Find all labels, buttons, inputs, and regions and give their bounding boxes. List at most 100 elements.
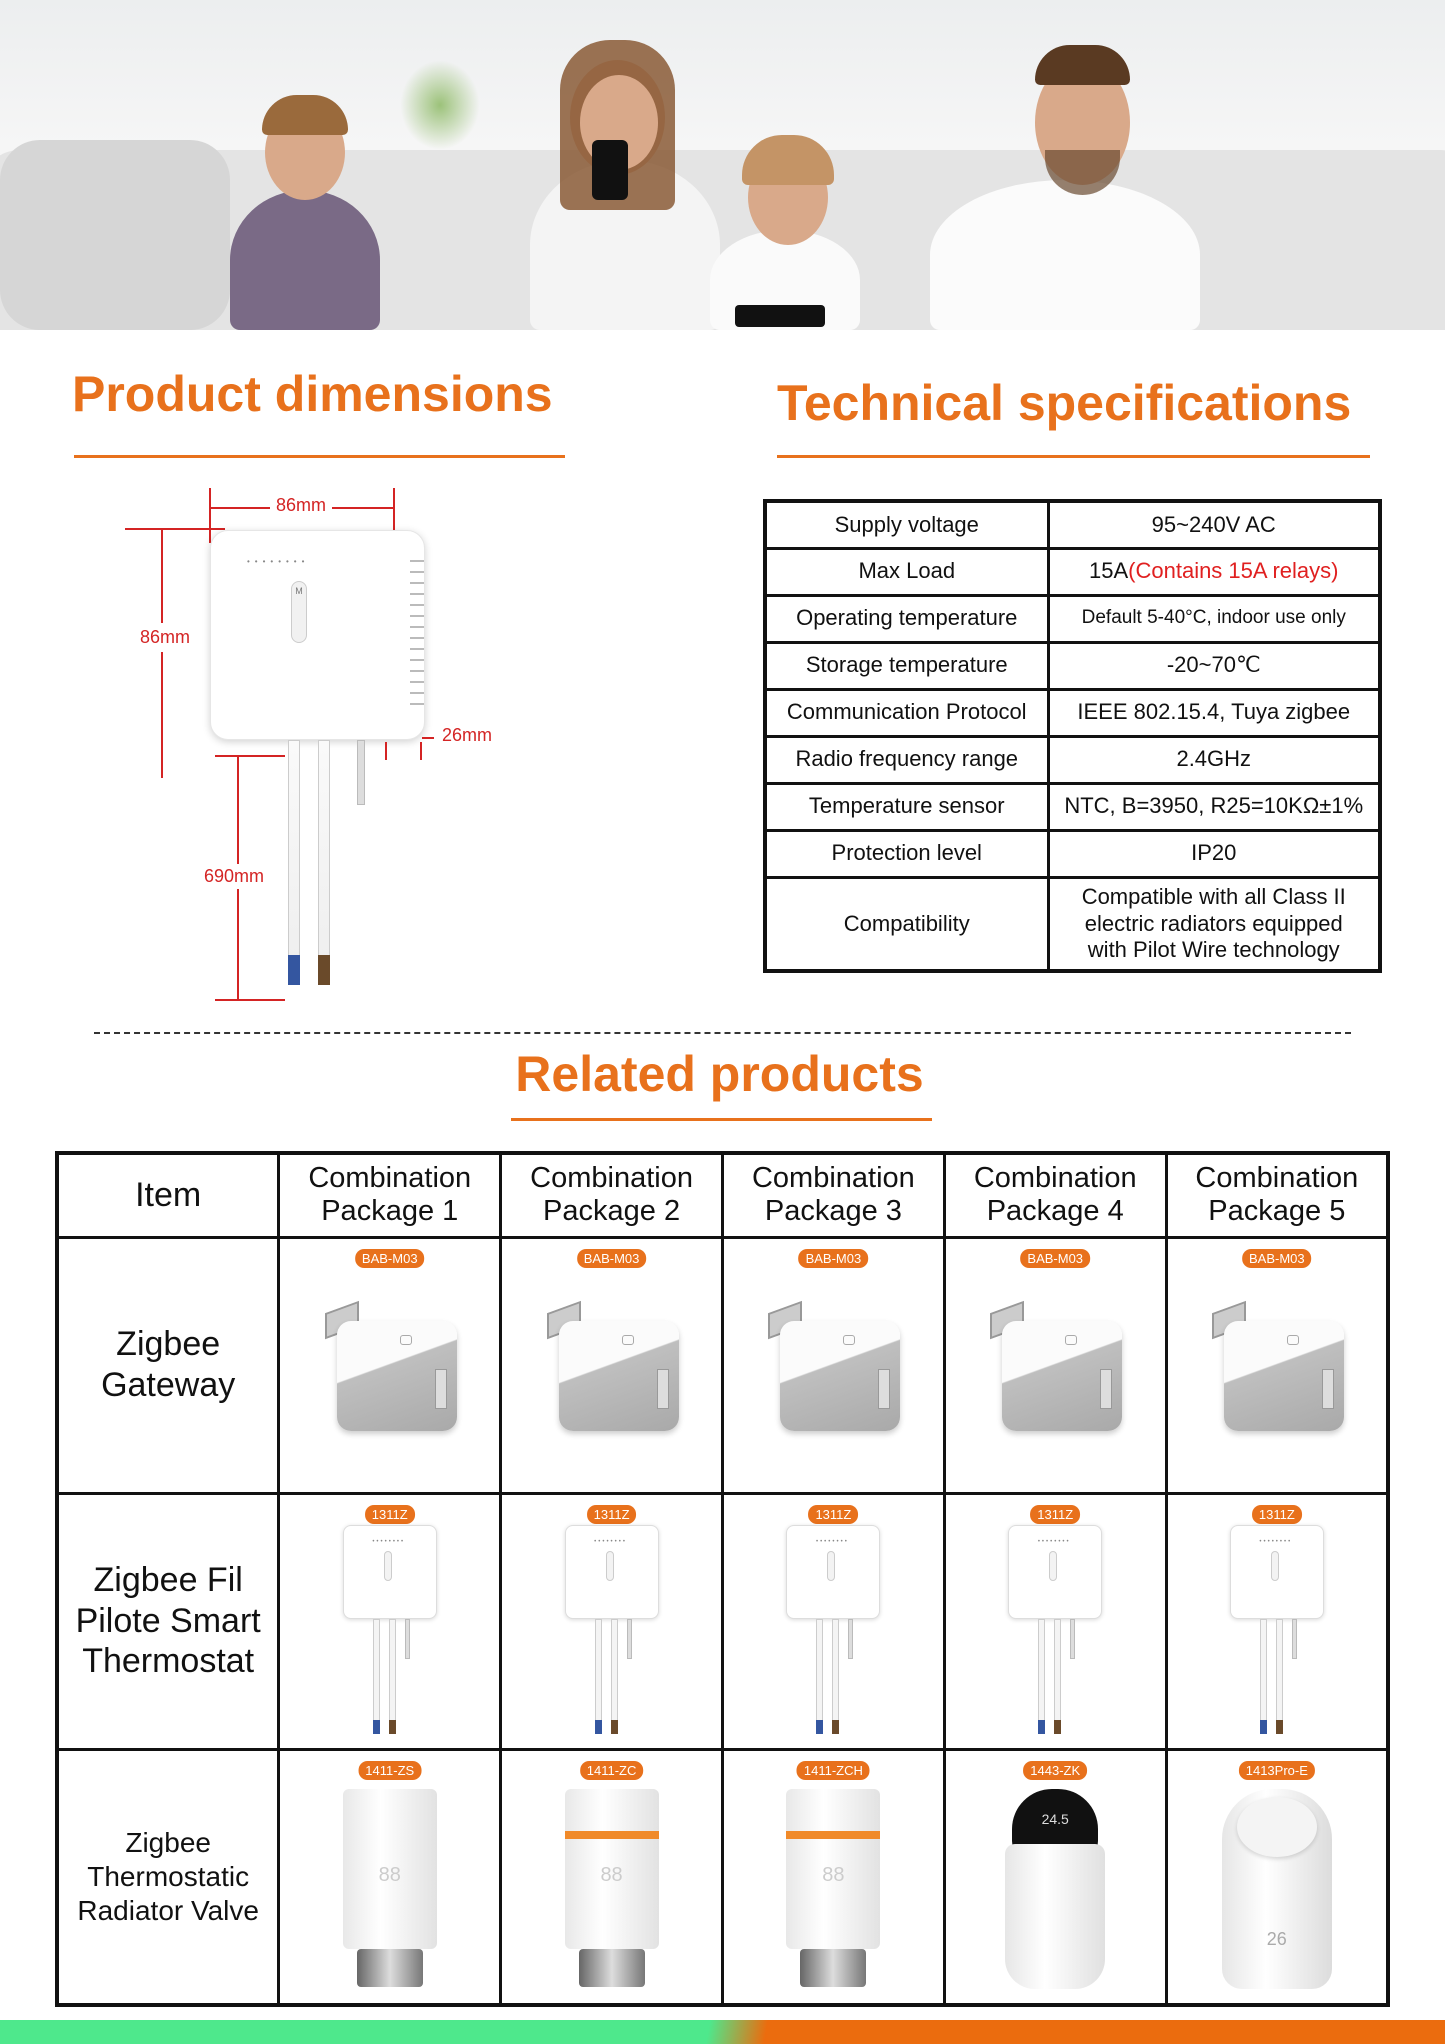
spec-value: 2.4GHz: [1046, 734, 1382, 785]
spec-value: 15A(Contains 15A relays): [1046, 546, 1382, 597]
mode-button: M: [291, 581, 307, 643]
spec-key: Temperature sensor: [763, 781, 1050, 832]
model-badge: BAB-M03: [1241, 1248, 1312, 1268]
device-thermostat-image: •••••••• M: [210, 530, 425, 740]
section-divider: [94, 1032, 1351, 1034]
spec-key: Max Load: [763, 546, 1050, 597]
spec-value: Default 5-40°C, indoor use only: [1046, 593, 1382, 644]
spec-value: IEEE 802.15.4, Tuya zigbee: [1046, 687, 1382, 738]
zigbee-gateway-image: [1202, 1299, 1352, 1439]
spec-row: Supply voltage 95~240V AC: [763, 499, 1382, 550]
height-label: 86mm: [140, 623, 191, 652]
product-row-label: Zigbee Gateway: [55, 1235, 281, 1495]
package-header: Combination Package 5: [1164, 1151, 1390, 1239]
spec-row: Operating temperature Default 5-40°C, ind…: [763, 593, 1382, 644]
spec-key: Operating temperature: [763, 593, 1050, 644]
spec-row: Storage temperature -20~70℃: [763, 640, 1382, 691]
title-underline: [74, 455, 565, 458]
product-cell: 1311Z ••••••••: [942, 1491, 1168, 1751]
product-cell: BAB-M03: [942, 1235, 1168, 1495]
spec-value: IP20: [1046, 828, 1382, 879]
spec-value-text: Compatible with all Class II electric ra…: [1081, 884, 1346, 962]
spec-value-text: 15A: [1089, 558, 1129, 584]
model-badge: BAB-M03: [798, 1248, 869, 1268]
product-cell: 1413Pro-E 26: [1164, 1747, 1390, 2007]
spec-value-text: -20~70℃: [1166, 652, 1261, 678]
radiator-valve-image: 24.5: [1000, 1788, 1110, 1999]
product-cell: 1311Z ••••••••: [277, 1491, 503, 1751]
technical-specifications-title: Technical specifications: [777, 375, 1352, 431]
zigbee-gateway-image: [537, 1299, 687, 1439]
product-cell: 1411-ZC 88: [499, 1747, 724, 2007]
footer-color-strip: [0, 2020, 1445, 2044]
spec-row: Protection level IP20: [763, 828, 1382, 879]
spec-row: Radio frequency range 2.4GHz: [763, 734, 1382, 785]
spec-value: NTC, B=3950, R25=10KΩ±1%: [1046, 781, 1382, 832]
spec-value-text: Default 5-40°C, indoor use only: [1081, 607, 1346, 629]
fil-pilote-thermostat-image: ••••••••: [778, 1524, 888, 1745]
model-badge: BAB-M03: [1020, 1248, 1091, 1268]
spec-key: Storage temperature: [763, 640, 1050, 691]
cable-length-label: 690mm: [204, 864, 265, 889]
product-cell: BAB-M03: [277, 1235, 503, 1495]
product-cell: BAB-M03: [720, 1235, 946, 1495]
product-cell: BAB-M03: [1164, 1235, 1390, 1495]
model-badge: 1413Pro-E: [1238, 1760, 1315, 1780]
dimension-diagram: 86mm 86mm •••••••• M 26mm 690mm: [120, 480, 492, 1010]
model-badge: 1411-ZCH: [796, 1760, 870, 1780]
spec-key: Supply voltage: [763, 499, 1050, 550]
model-badge: 1311Z: [1030, 1504, 1081, 1524]
product-cell: 1411-ZCH 88: [720, 1747, 946, 2007]
package-header: Combination Package 2: [499, 1151, 724, 1239]
model-badge: 1411-ZC: [579, 1760, 644, 1780]
product-row-label: Zigbee Thermostatic Radiator Valve: [55, 1747, 281, 2007]
spec-value-text: IEEE 802.15.4, Tuya zigbee: [1077, 699, 1351, 725]
spec-key: Protection level: [763, 828, 1050, 879]
spec-value-text: 95~240V AC: [1151, 511, 1276, 537]
fil-pilote-thermostat-image: ••••••••: [1000, 1524, 1110, 1745]
title-underline: [511, 1118, 932, 1121]
spec-key: Compatibility: [763, 875, 1050, 973]
product-cell: 1311Z ••••••••: [499, 1491, 724, 1751]
product-row-label: Zigbee Fil Pilote Smart Thermostat: [55, 1491, 281, 1751]
zigbee-gateway-image: [315, 1299, 465, 1439]
model-badge: 1443-ZK: [1023, 1760, 1088, 1780]
spec-value-text: 2.4GHz: [1176, 746, 1252, 772]
model-badge: 1411-ZS: [358, 1760, 422, 1780]
package-header: Combination Package 1: [277, 1151, 503, 1239]
width-label: 86mm: [270, 495, 333, 516]
product-cell: 1443-ZK 24.5: [942, 1747, 1168, 2007]
spec-value-text: NTC, B=3950, R25=10KΩ±1%: [1064, 793, 1364, 819]
fil-pilote-thermostat-image: ••••••••: [557, 1524, 667, 1745]
related-products-title: Related products: [515, 1046, 924, 1102]
package-header: Combination Package 4: [942, 1151, 1168, 1239]
fil-pilote-thermostat-image: ••••••••: [1222, 1524, 1332, 1745]
depth-label: 26mm: [442, 725, 493, 745]
zigbee-gateway-image: [758, 1299, 908, 1439]
spec-row: Compatibility Compatible with all Class I…: [763, 875, 1382, 973]
package-header: Combination Package 3: [720, 1151, 946, 1239]
product-cell: 1311Z ••••••••: [1164, 1491, 1390, 1751]
product-cell: BAB-M03: [499, 1235, 724, 1495]
model-badge: 1311Z: [1251, 1504, 1302, 1524]
spec-value: 95~240V AC: [1046, 499, 1382, 550]
model-badge: BAB-M03: [576, 1248, 647, 1268]
item-header: Item: [55, 1151, 281, 1239]
spec-key: Communication Protocol: [763, 687, 1050, 738]
model-badge: 1311Z: [808, 1504, 859, 1524]
spec-value-text: IP20: [1191, 840, 1237, 866]
product-cell: 1411-ZS 88: [277, 1747, 503, 2007]
spec-row: Communication Protocol IEEE 802.15.4, Tuy…: [763, 687, 1382, 738]
radiator-valve-image: 88: [778, 1788, 888, 1999]
hero-photo: [0, 0, 1445, 330]
product-dimensions-title: Product dimensions: [72, 366, 553, 422]
zigbee-gateway-image: [980, 1299, 1130, 1439]
product-cell: 1311Z ••••••••: [720, 1491, 946, 1751]
spec-key: Radio frequency range: [763, 734, 1050, 785]
spec-value-note: (Contains 15A relays): [1128, 558, 1339, 584]
